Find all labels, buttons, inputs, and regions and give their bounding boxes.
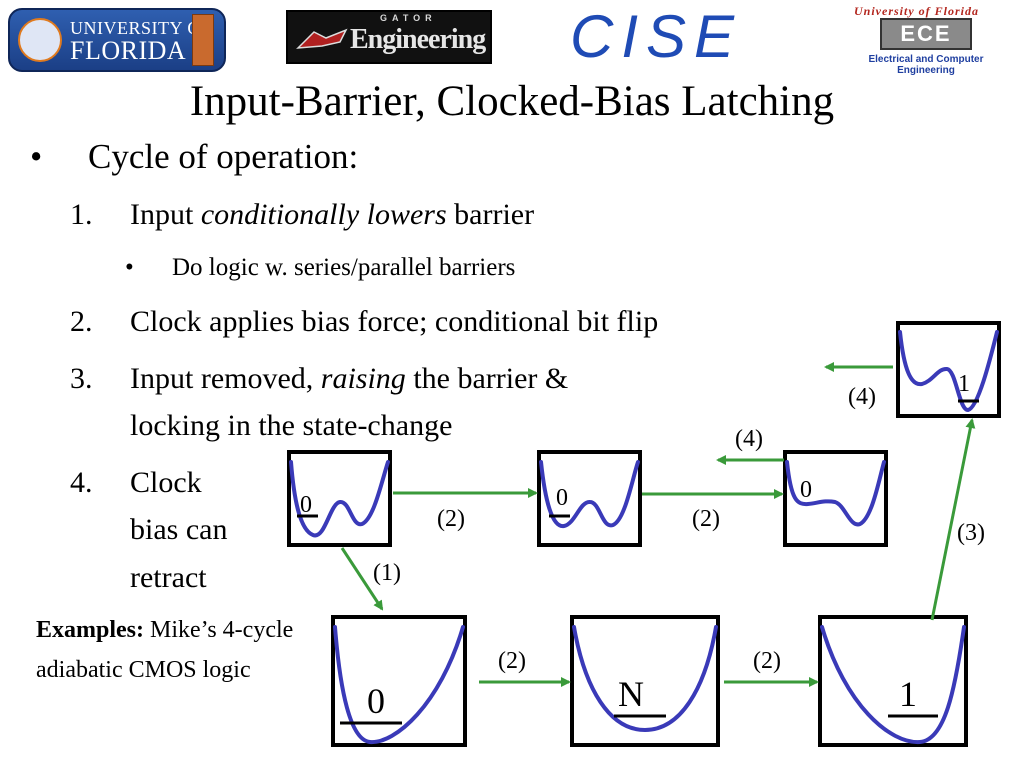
gator-icon (296, 28, 348, 49)
step-3-number: 3. (70, 362, 93, 395)
state-box-bottom-0: 0 (331, 615, 467, 747)
step-2-text: Clock applies bias force; conditional bi… (130, 305, 659, 338)
engineering-logo-word: Engineering (350, 24, 486, 55)
step-1-number: 1. (70, 198, 93, 231)
step-1-post: barrier (446, 198, 535, 231)
state-label-bottom-1: 1 (899, 674, 917, 714)
slide-title: Input-Barrier, Clocked-Bias Latching (189, 78, 835, 125)
ece-logo-mark: ECE (880, 18, 972, 50)
step-4-line2: bias can (130, 513, 228, 546)
step-1-emphasis: conditionally lowers (200, 198, 447, 231)
step-3-emphasis: raising (320, 362, 406, 395)
arrow-label-step-4-lower: (4) (735, 426, 763, 452)
state-box-top-0-c: 0 (783, 450, 888, 547)
state-label-bottom-n: N (618, 674, 644, 714)
arrow-label-step-2-top-left: (2) (437, 506, 465, 532)
step-3-pre: Input removed, (130, 362, 321, 395)
step-2-number: 2. (70, 305, 93, 338)
ece-logo-line2: Electrical and Computer Engineering (868, 54, 984, 76)
gator-engineering-logo: GATOR Engineering (286, 10, 492, 64)
cise-logo: CISE (570, 3, 743, 70)
sub-bullet-marker: • (125, 254, 134, 281)
arrow-label-step-4-upper: (4) (848, 384, 876, 410)
university-of-florida-logo: UNIVERSITY OF FLORIDA (8, 8, 226, 72)
arrow-step-1 (340, 547, 384, 611)
ece-logo: University of Florida ECE Electrical and… (840, 2, 1012, 76)
step-3-line2: locking in the state-change (130, 409, 453, 442)
state-box-bottom-n: N (570, 615, 720, 747)
state-box-bottom-1: 1 (818, 615, 968, 747)
step-3-post: the barrier & (405, 362, 569, 395)
uf-tower-icon (192, 14, 214, 66)
arrow-label-step-1: (1) (373, 560, 401, 586)
uf-logo-line1: UNIVERSITY OF (70, 18, 212, 38)
state-box-top-0-b: 0 (537, 450, 642, 547)
arrow-step-3 (930, 418, 976, 621)
step-3-line1: Input removed, raising the barrier & (130, 362, 568, 396)
step-4-line3: retract (130, 561, 207, 594)
state-label-top-0-a: 0 (300, 492, 312, 518)
sub-bullet-text: Do logic w. series/parallel barriers (172, 254, 516, 281)
state-box-top-1: 1 (896, 321, 1001, 418)
step-1-text: Input conditionally lowers barrier (130, 198, 534, 232)
examples-text: Examples: Mike’s 4-cycle adiabatic CMOS … (36, 610, 316, 690)
arrow-label-step-2-bottom-right: (2) (753, 648, 781, 674)
engineering-logo-gator: GATOR (380, 13, 437, 23)
bullet-text: Cycle of operation: (88, 137, 359, 176)
uf-logo-line2: FLORIDA (70, 36, 187, 65)
arrow-label-step-2-bottom-left: (2) (498, 648, 526, 674)
state-label-top-0-c: 0 (800, 477, 812, 503)
ece-logo-line1: University of Florida (854, 4, 979, 18)
uf-seal-icon (18, 18, 62, 62)
state-label-top-0-b: 0 (556, 485, 568, 511)
examples-label: Examples: (36, 617, 144, 643)
step-4-line1: Clock (130, 466, 202, 499)
state-label-bottom-0: 0 (367, 681, 385, 721)
step-1-pre: Input (130, 198, 201, 231)
arrow-label-step-3: (3) (957, 520, 985, 546)
bullet-marker: • (30, 137, 43, 176)
examples-body: Mike’s 4-cycle adiabatic CMOS logic (36, 617, 294, 683)
state-box-top-0-a: 0 (287, 450, 392, 547)
arrow-label-step-2-top-right: (2) (692, 506, 720, 532)
state-label-top-1: 1 (958, 371, 970, 397)
step-4-number: 4. (70, 466, 93, 499)
